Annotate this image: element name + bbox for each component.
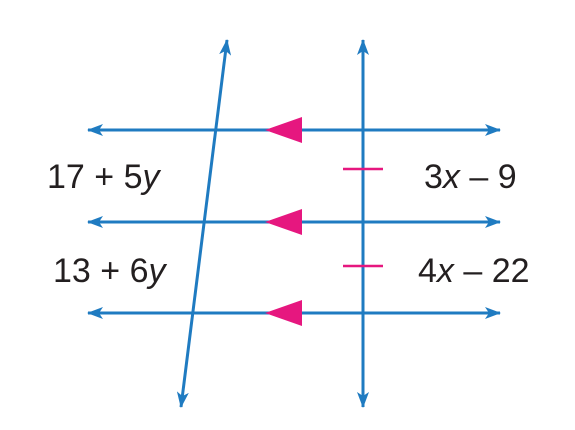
- label-upper-right-post: – 9: [460, 158, 517, 196]
- label-lower-right-var: x: [435, 252, 455, 290]
- label-upper-left-pre: 17 + 5: [47, 158, 142, 196]
- label-upper-right: 3x – 9: [424, 158, 517, 196]
- label-lower-left-var: y: [146, 252, 167, 290]
- label-lower-left: 13 + 6y: [53, 252, 167, 290]
- label-lower-right: 4x – 22: [418, 252, 530, 290]
- label-upper-left-var: y: [140, 158, 161, 196]
- label-upper-left: 17 + 5y: [47, 158, 161, 196]
- label-lower-right-post: – 22: [454, 252, 530, 290]
- label-lower-right-pre: 4: [418, 252, 437, 290]
- parallel-arrow-marker-top: [265, 117, 302, 143]
- label-upper-right-var: x: [441, 158, 461, 196]
- parallel-arrow-marker-middle: [265, 209, 302, 235]
- slanted-transversal: [176, 39, 232, 408]
- label-upper-right-pre: 3: [424, 158, 443, 196]
- label-lower-left-pre: 13 + 6: [53, 252, 148, 290]
- parallel-arrow-marker-bottom: [265, 300, 302, 326]
